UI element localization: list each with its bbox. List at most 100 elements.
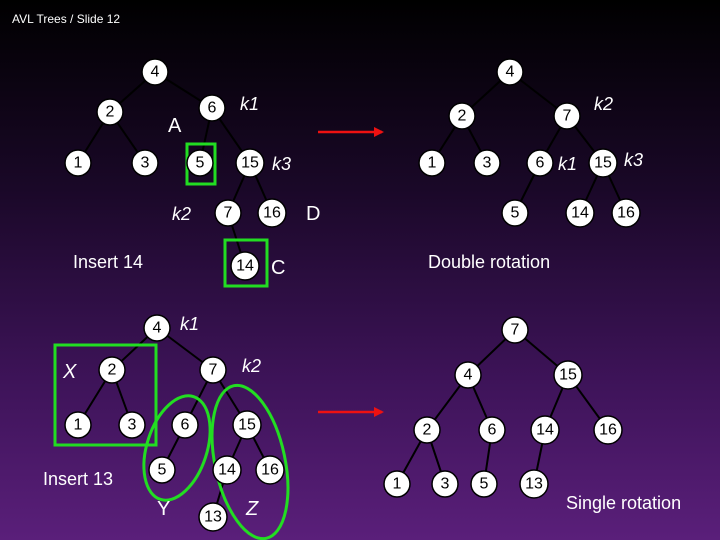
svg-text:16: 16 — [261, 462, 279, 479]
tree-node: 4 — [141, 58, 169, 86]
tree-node: 7 — [553, 102, 581, 130]
svg-text:5: 5 — [480, 476, 489, 493]
tree-node: 3 — [473, 149, 501, 177]
svg-text:5: 5 — [511, 205, 520, 222]
svg-text:6: 6 — [488, 422, 497, 439]
tree-node: 14 — [530, 415, 560, 445]
tree-node: 6 — [171, 411, 199, 439]
highlight-box-c — [223, 238, 269, 288]
tree-node: 14 — [212, 455, 242, 485]
label-k1: k1 — [558, 154, 577, 174]
tree-node: 1 — [64, 149, 92, 177]
svg-text:13: 13 — [525, 476, 543, 493]
label-c: C — [271, 257, 285, 279]
highlight-box-x — [53, 343, 158, 447]
tree-node: 5 — [148, 456, 176, 484]
tree-node: 6 — [478, 416, 506, 444]
svg-text:7: 7 — [511, 322, 520, 339]
svg-text:16: 16 — [263, 205, 281, 222]
label-k2: k2 — [594, 94, 613, 114]
label-k3: k3 — [624, 150, 643, 170]
svg-text:2: 2 — [423, 422, 432, 439]
tree-node: 13 — [198, 502, 228, 532]
tree-node: 3 — [118, 411, 146, 439]
tree-node: 3 — [131, 149, 159, 177]
tree-node: 5 — [186, 149, 214, 177]
tree-node: 16 — [255, 455, 285, 485]
tree-node: 5 — [501, 199, 529, 227]
caption-single-rotation: Single rotation — [566, 493, 681, 513]
svg-text:14: 14 — [536, 422, 554, 439]
tree-node: 13 — [519, 469, 549, 499]
tree-node: 14 — [230, 251, 260, 281]
label-x: X — [62, 361, 77, 383]
svg-text:4: 4 — [153, 320, 162, 337]
svg-text:1: 1 — [428, 155, 437, 172]
svg-text:2: 2 — [458, 108, 467, 125]
svg-text:14: 14 — [236, 258, 254, 275]
svg-text:3: 3 — [128, 417, 137, 434]
label-k2: k2 — [242, 356, 261, 376]
tree-node: 1 — [64, 411, 92, 439]
label-k1: k1 — [180, 314, 199, 334]
tree-node: 5 — [470, 470, 498, 498]
caption-double-rotation: Double rotation — [428, 252, 550, 272]
svg-text:15: 15 — [594, 155, 612, 172]
tree-node: 15 — [553, 360, 583, 390]
svg-text:2: 2 — [108, 362, 117, 379]
svg-text:3: 3 — [441, 476, 450, 493]
svg-text:7: 7 — [209, 362, 218, 379]
highlight-ellipse-y — [142, 394, 212, 502]
label-k1: k1 — [240, 94, 259, 114]
svg-text:1: 1 — [74, 155, 83, 172]
tree-node: 16 — [593, 415, 623, 445]
svg-text:15: 15 — [559, 367, 577, 384]
svg-text:5: 5 — [196, 155, 205, 172]
label-k3: k3 — [272, 154, 291, 174]
tree-node: 16 — [611, 198, 641, 228]
tree-node: 3 — [431, 470, 459, 498]
tree-node: 2 — [413, 416, 441, 444]
tree-node: 2 — [98, 356, 126, 384]
label-k2: k2 — [172, 204, 191, 224]
svg-text:1: 1 — [74, 417, 83, 434]
tree-node: 7 — [501, 316, 529, 344]
tree-node: 6 — [198, 94, 226, 122]
svg-text:13: 13 — [204, 509, 222, 526]
tree-node: 16 — [257, 198, 287, 228]
svg-text:3: 3 — [141, 155, 150, 172]
svg-text:5: 5 — [158, 462, 167, 479]
tree-after-double-rotation: 4 2 7 1 3 6 15 5 14 16 k2 k1 k3 Double r… — [418, 58, 643, 272]
svg-text:4: 4 — [506, 64, 515, 81]
svg-text:2: 2 — [106, 104, 115, 121]
tree-node: 15 — [232, 410, 262, 440]
label-z: Z — [245, 498, 259, 520]
svg-text:7: 7 — [224, 205, 233, 222]
svg-text:4: 4 — [464, 367, 473, 384]
svg-text:6: 6 — [536, 155, 545, 172]
tree-node: 4 — [454, 361, 482, 389]
svg-text:1: 1 — [393, 476, 402, 493]
tree-node: 4 — [496, 58, 524, 86]
svg-text:14: 14 — [571, 205, 589, 222]
tree-node: 1 — [383, 470, 411, 498]
tree-node: 15 — [588, 148, 618, 178]
svg-text:7: 7 — [563, 108, 572, 125]
label-d: D — [306, 203, 320, 225]
tree-node: 6 — [526, 149, 554, 177]
caption-insert-14: Insert 14 — [73, 252, 143, 272]
svg-text:15: 15 — [238, 417, 256, 434]
tree-node: 2 — [96, 98, 124, 126]
tree-before-insert-14: 4 2 6 1 3 5 15 7 16 14 A k1 k3 k2 D C In… — [64, 58, 320, 288]
tree-node: 4 — [143, 314, 171, 342]
edges — [396, 329, 609, 485]
tree-node: 15 — [235, 148, 265, 178]
label-a: A — [168, 115, 182, 137]
breadcrumb: AVL Trees / Slide 12 — [12, 12, 121, 26]
tree-node: 14 — [565, 198, 595, 228]
tree-node: 7 — [214, 199, 242, 227]
svg-text:4: 4 — [151, 64, 160, 81]
svg-text:6: 6 — [208, 100, 217, 117]
tree-after-single-rotation: 7 4 15 2 6 14 16 1 3 5 13 Single rotatio… — [383, 316, 681, 513]
